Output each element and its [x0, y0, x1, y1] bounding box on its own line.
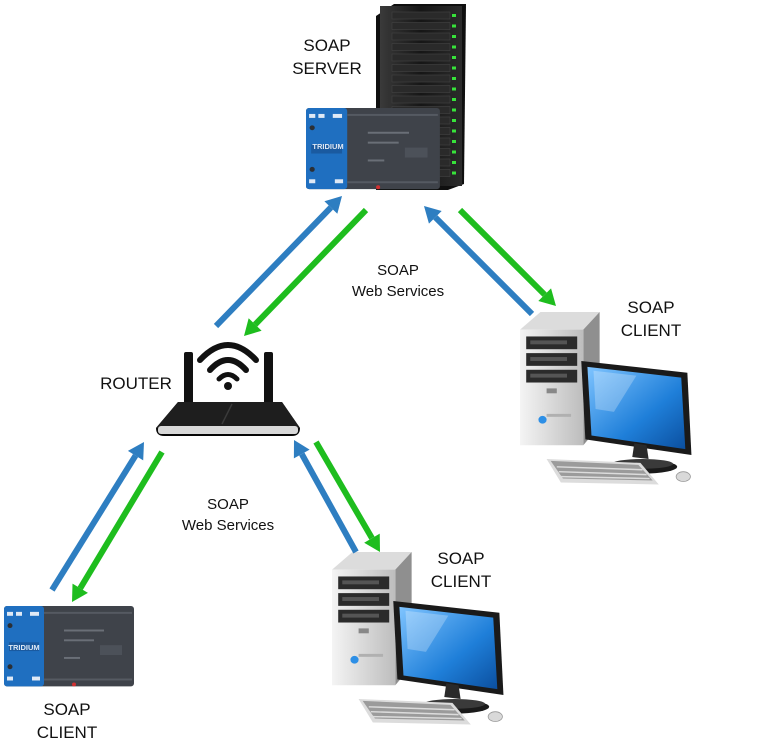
link-label-server-router: SOAP Web Services [338, 260, 458, 302]
server-brand-text: TRIDIUM [312, 142, 343, 151]
server-label-line2: SERVER [292, 59, 362, 78]
arrow-router-to-server [213, 196, 342, 329]
client-right-line2: CLIENT [620, 321, 682, 340]
arrow-server-to-router [244, 207, 369, 336]
client-right-line1: SOAP [627, 298, 675, 317]
client-bottom-line1: SOAP [437, 549, 485, 568]
client-label-right: SOAP CLIENT [606, 296, 696, 342]
link-upper-line1: SOAP [377, 262, 419, 279]
link-label-router-controller: SOAP Web Services [168, 494, 288, 536]
arrow-client-to-server [424, 206, 535, 317]
router-icon [156, 342, 300, 436]
link-lower-line1: SOAP [207, 496, 249, 513]
server-label-line1: SOAP [303, 36, 351, 55]
arrow-client-to-router [293, 440, 359, 554]
client-left-line2: CLIENT [36, 723, 98, 742]
router-label: ROUTER [96, 372, 176, 395]
controller-brand-text: TRIDIUM [8, 643, 39, 652]
link-lower-line2: Web Services [181, 517, 275, 534]
client-label-left: SOAP CLIENT [22, 698, 112, 744]
link-upper-line2: Web Services [351, 283, 445, 300]
client-bottom-line2: CLIENT [430, 572, 492, 591]
arrow-controller-to-router [49, 442, 144, 592]
server-icon [306, 4, 466, 190]
arrow-server-to-client [457, 207, 556, 306]
arrow-router-to-controller [72, 450, 165, 602]
server-label: SOAP SERVER [282, 34, 372, 80]
router-label-text: ROUTER [100, 374, 172, 393]
arrow-router-to-client [313, 440, 380, 552]
client-label-bottom: SOAP CLIENT [416, 547, 506, 593]
client-left-line1: SOAP [43, 700, 91, 719]
